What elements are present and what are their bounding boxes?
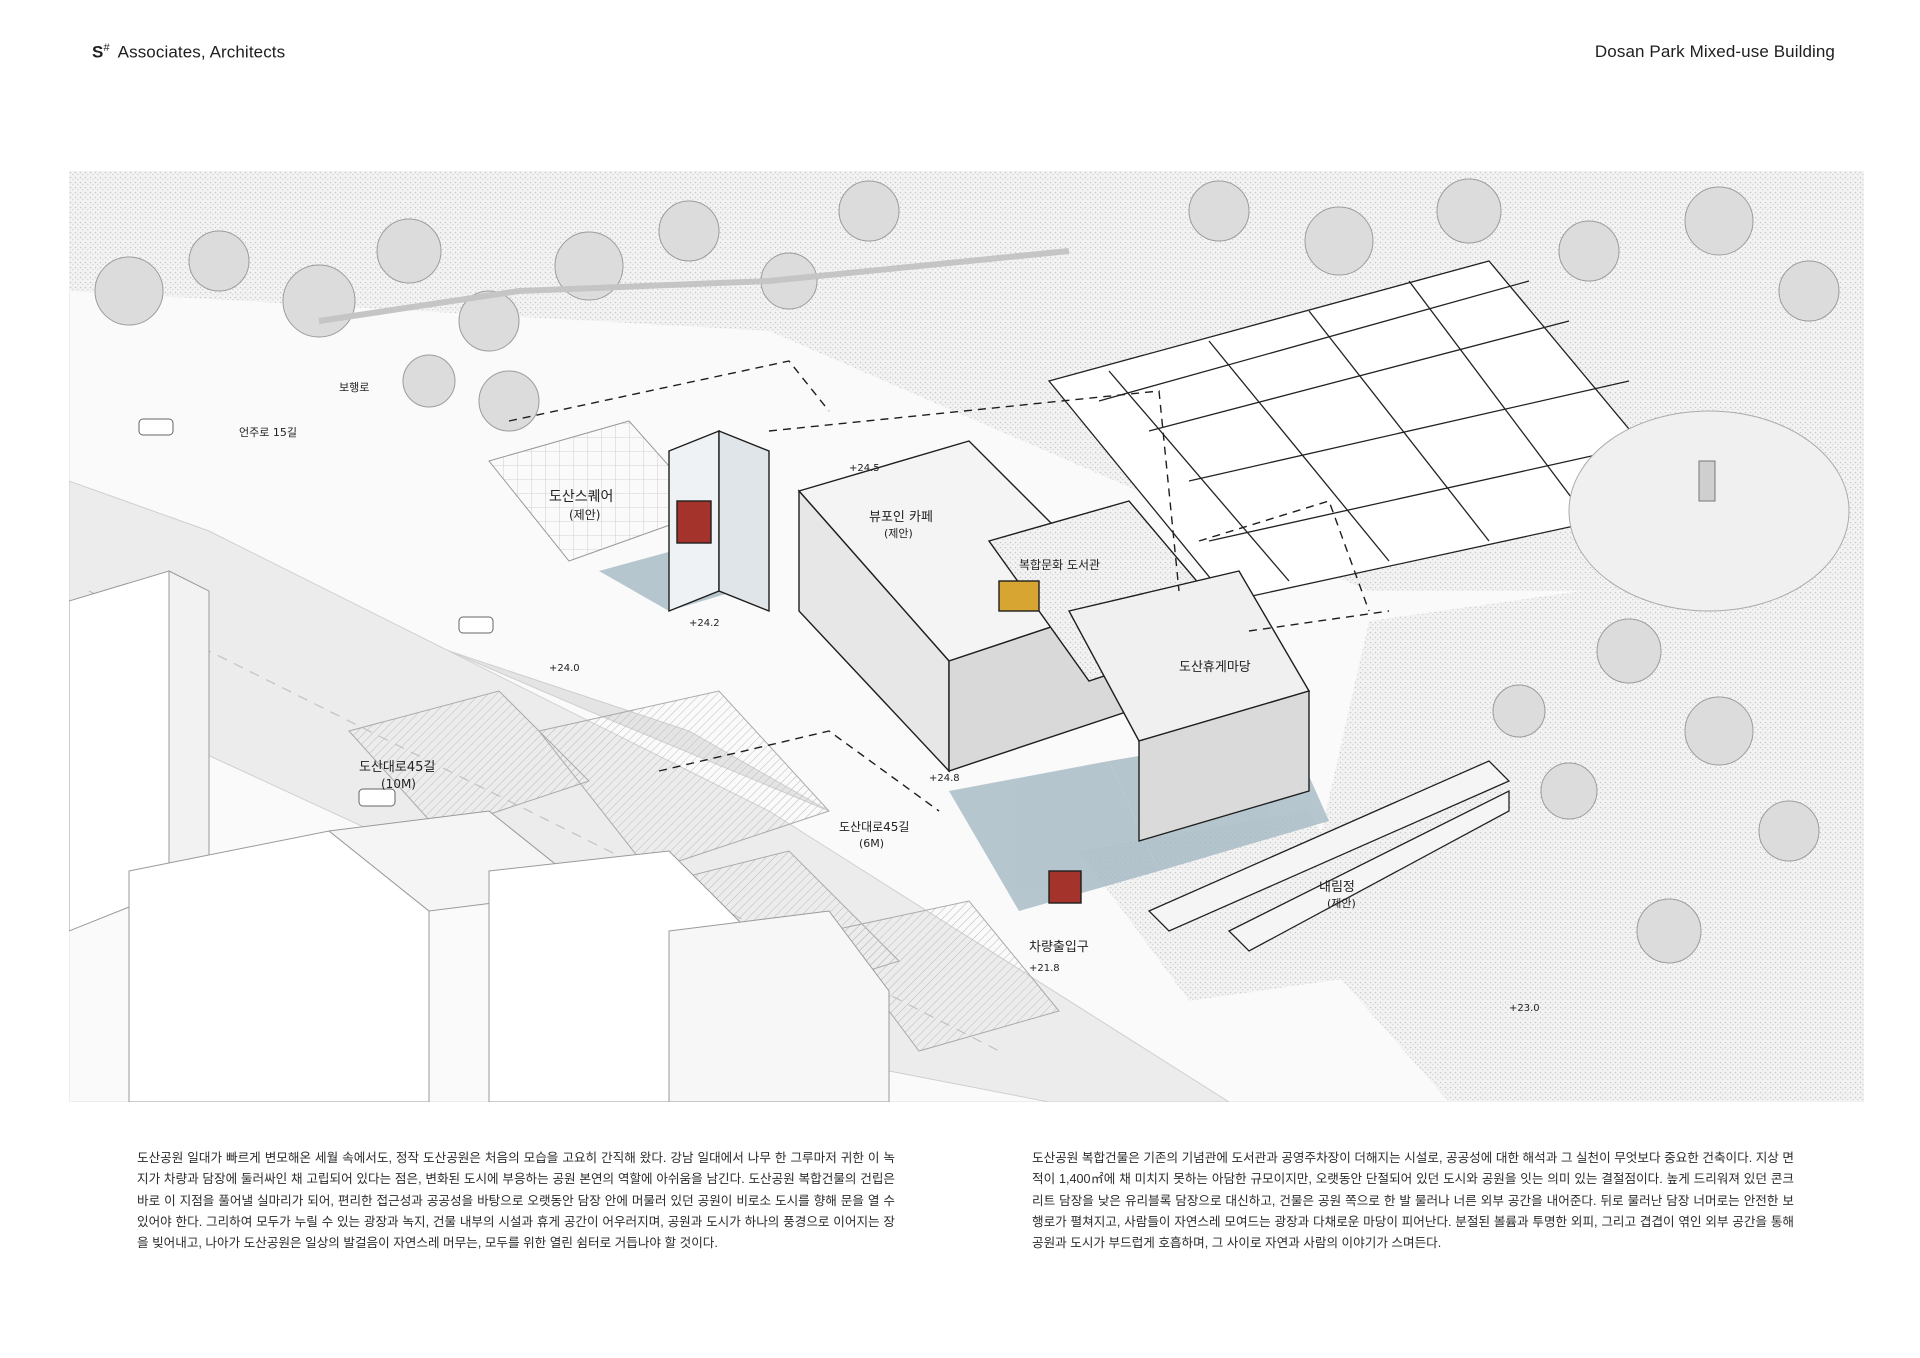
park-green-east (1299, 551, 1864, 1102)
project-title: Dosan Park Mixed-use Building (1594, 42, 1835, 61)
label-elev-245: +24.5 (849, 463, 880, 474)
label-dosan-square: 도산스퀘어 (549, 489, 613, 505)
label-elev-230: +23.0 (1509, 1003, 1540, 1014)
label-road-45b: 도산대로45길 (839, 820, 909, 834)
label-elev-242: +24.2 (689, 618, 720, 629)
label-park-cafe-sub: (제안) (884, 527, 913, 540)
monument-plaza (1568, 410, 1850, 612)
label-sidewalk: 보행로 (339, 381, 369, 394)
left-paragraph: 도산공원 일대가 빠르게 변모해온 세월 속에서도, 정작 도산공원은 처음의 … (137, 1151, 895, 1251)
label-road-15: 언주로 15길 (239, 426, 297, 439)
neighbor-block-4 (348, 690, 590, 832)
label-library: 복합문화 도서관 (1019, 558, 1100, 572)
firm-mark: S (92, 42, 104, 62)
glass-tower (668, 429, 1082, 904)
axonometric-site-diagram: 도산스퀘어 (제안) 뷰포인 카페 (제안) 복합문화 도서관 도산휴게마당 내… (69, 171, 1864, 1102)
monument (1698, 460, 1716, 502)
site-boundaries (508, 360, 1390, 812)
label-inner-garden-sub: (제안) (1327, 897, 1356, 910)
right-paragraph: 도산공원 복합건물은 기존의 기념관에 도서관과 공영주차장이 더해지는 시설로… (1032, 1151, 1794, 1251)
label-elev-240: +24.0 (549, 663, 580, 674)
firm-name-text: Associates, Architects (117, 42, 286, 62)
firm-mark-sup: # (103, 42, 110, 54)
park-walkway (318, 248, 1070, 324)
label-road-45-width: (10M) (381, 777, 416, 791)
red-block-2 (1048, 870, 1082, 904)
red-block (676, 500, 712, 544)
trellis-canopy (1047, 260, 1691, 602)
firm-name: S# Associates, Architects (92, 42, 285, 63)
label-inner-garden: 내림정 (1319, 880, 1355, 895)
label-elev-218: +21.8 (1029, 963, 1060, 974)
cars (138, 418, 494, 807)
label-elev-248: +24.8 (929, 773, 960, 784)
trees (94, 178, 1840, 964)
label-road-45b-width: (6M) (859, 837, 884, 850)
main-building (797, 440, 1311, 842)
ramp (1147, 760, 1511, 952)
label-dosan-gallery: 도산휴게마당 (1179, 660, 1251, 675)
yellow-accent (998, 580, 1040, 612)
neighbor-block-1 (538, 690, 830, 872)
label-parking-entrance: 차량출입구 (1029, 940, 1089, 955)
label-road-45: 도산대로45길 (359, 760, 435, 775)
label-dosan-square-sub: (제안) (569, 508, 600, 522)
neighbor-massing (69, 570, 890, 1102)
label-park-cafe: 뷰포인 카페 (869, 510, 933, 525)
diagram-labels: 도산스퀘어 (제안) 뷰포인 카페 (제안) 복합문화 도서관 도산휴게마당 내… (239, 381, 1540, 1014)
